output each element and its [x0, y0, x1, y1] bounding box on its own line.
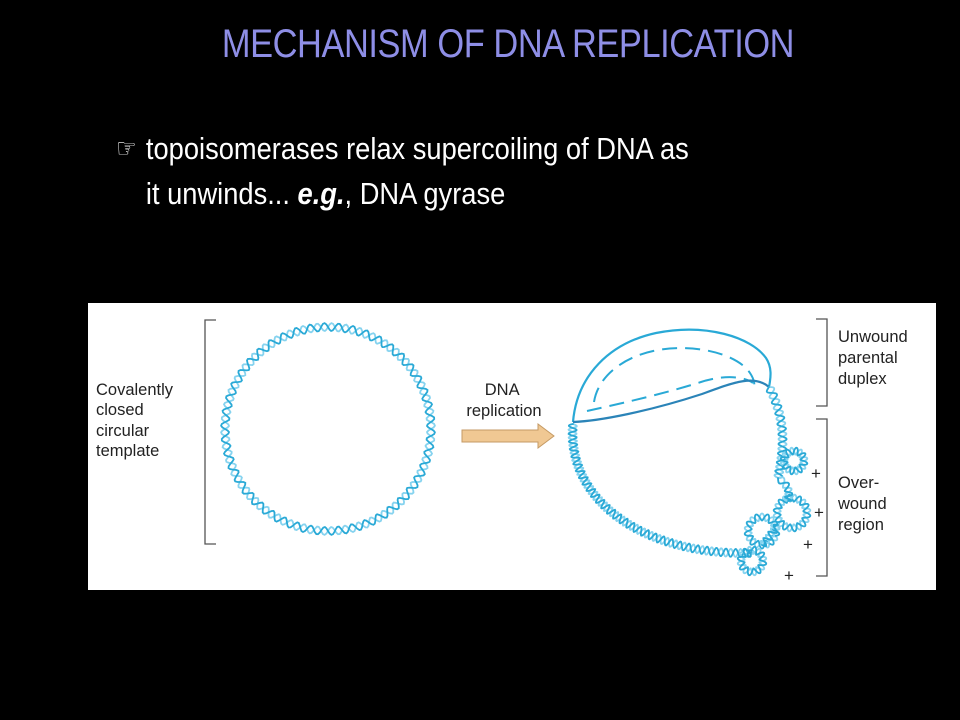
unwound-label-line: parental	[838, 349, 898, 367]
new-strand-top	[593, 347, 756, 403]
dna-supercoiling-figure: Covalently closed circular template DNA …	[88, 303, 936, 590]
unwound-duplex-label: Unwound parental duplex	[838, 328, 912, 388]
bullet-line-2-suffix: , DNA gyrase	[344, 176, 506, 211]
pointing-hand-icon: ☞	[116, 133, 137, 163]
overwound-label-line: wound	[837, 495, 887, 513]
dna-strand	[772, 493, 812, 533]
plus-mark: +	[811, 464, 821, 483]
left-label-line: Covalently	[96, 381, 174, 399]
left-label-line: circular	[96, 422, 150, 440]
bullet-line-1: ☞ topoisomerases relax supercoiling of DN…	[116, 126, 820, 171]
overwound-label-line: Over-	[838, 474, 879, 492]
arrow-label-line: DNA	[485, 381, 520, 399]
unwound-outer-strand	[571, 328, 772, 423]
bullet-line-2-prefix: it unwinds...	[145, 176, 298, 211]
unwound-lower-strand	[572, 379, 770, 424]
dna-strand	[765, 386, 788, 479]
circular-dna-template	[220, 322, 436, 536]
overwound-dna-helix	[567, 386, 812, 577]
dna-strand	[779, 446, 809, 476]
unwound-label-line: Unwound	[838, 328, 908, 346]
left-label-line: template	[96, 442, 159, 460]
bullet-line-2-italic: e.g.	[297, 176, 345, 211]
bullet-line-2: it unwinds... e.g., DNA gyrase	[116, 171, 820, 216]
replication-arrow-icon	[461, 423, 555, 449]
dna-strand	[736, 545, 768, 577]
overwound-label-line: region	[838, 516, 884, 534]
dna-strand	[746, 549, 753, 558]
left-template-bracket	[204, 319, 216, 545]
dna-strand	[761, 523, 779, 547]
arrow-label-line: replication	[466, 402, 541, 420]
left-label-line: closed	[96, 401, 144, 419]
plus-mark: +	[784, 566, 794, 585]
unwound-label-line: duplex	[838, 370, 887, 388]
overwound-region-bracket	[816, 418, 828, 577]
unwound-duplex-bracket	[816, 318, 828, 407]
dna-strand	[220, 322, 436, 536]
dna-strand	[777, 477, 794, 502]
plus-mark: +	[814, 503, 824, 522]
page-title-text: MECHANISM OF DNA REPLICATION	[221, 22, 795, 66]
plus-mark: +	[803, 535, 813, 554]
bullet-point: ☞ topoisomerases relax supercoiling of DN…	[116, 126, 820, 216]
bullet-line-1-text: topoisomerases relax supercoiling of DNA…	[145, 131, 689, 166]
new-strand-bottom	[586, 376, 754, 412]
left-template-label: Covalently closed circular template	[96, 381, 178, 460]
overwound-region-label: Over- wound region	[837, 474, 891, 534]
dna-strand	[567, 423, 749, 559]
replication-arrow-label: DNA replication	[466, 381, 541, 420]
dna-supercoiling-diagram: Covalently closed circular template DNA …	[96, 318, 912, 585]
page-title: MECHANISM OF DNA REPLICATION	[71, 22, 945, 67]
dna-strand-light	[220, 322, 436, 536]
